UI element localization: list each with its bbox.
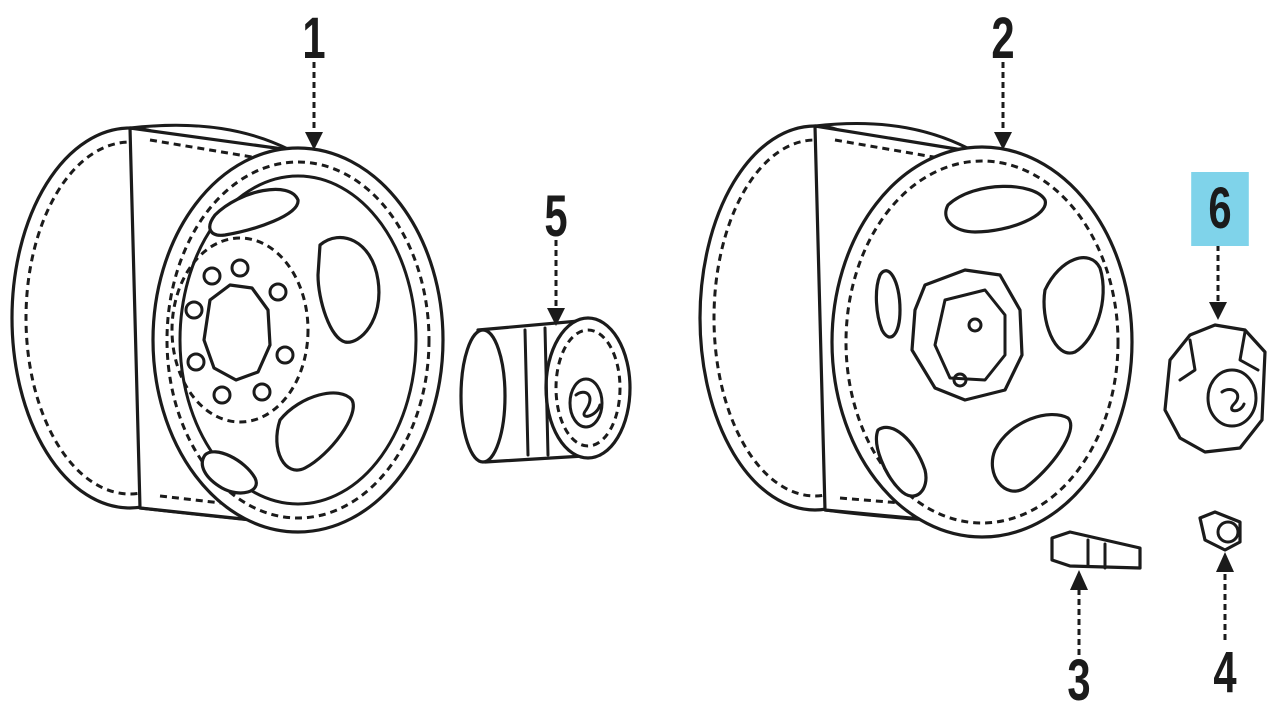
callout-5: 5	[544, 184, 568, 249]
styled-wheel-part-2[interactable]	[698, 122, 1134, 539]
callout-3: 3	[1067, 648, 1091, 713]
hub-cap-part-5[interactable]	[459, 316, 632, 464]
valve-stem-part-3[interactable]	[1050, 530, 1142, 570]
callout-1: 1	[302, 6, 326, 71]
center-cap-part-6[interactable]	[1163, 323, 1267, 454]
lug-nut-part-4[interactable]	[1198, 510, 1242, 552]
steel-wheel-part-1[interactable]	[10, 123, 445, 534]
callout-4: 4	[1213, 640, 1237, 705]
callout-2: 2	[991, 6, 1015, 71]
leader-arrows	[305, 62, 1234, 655]
callout-6: 6	[1191, 172, 1249, 246]
